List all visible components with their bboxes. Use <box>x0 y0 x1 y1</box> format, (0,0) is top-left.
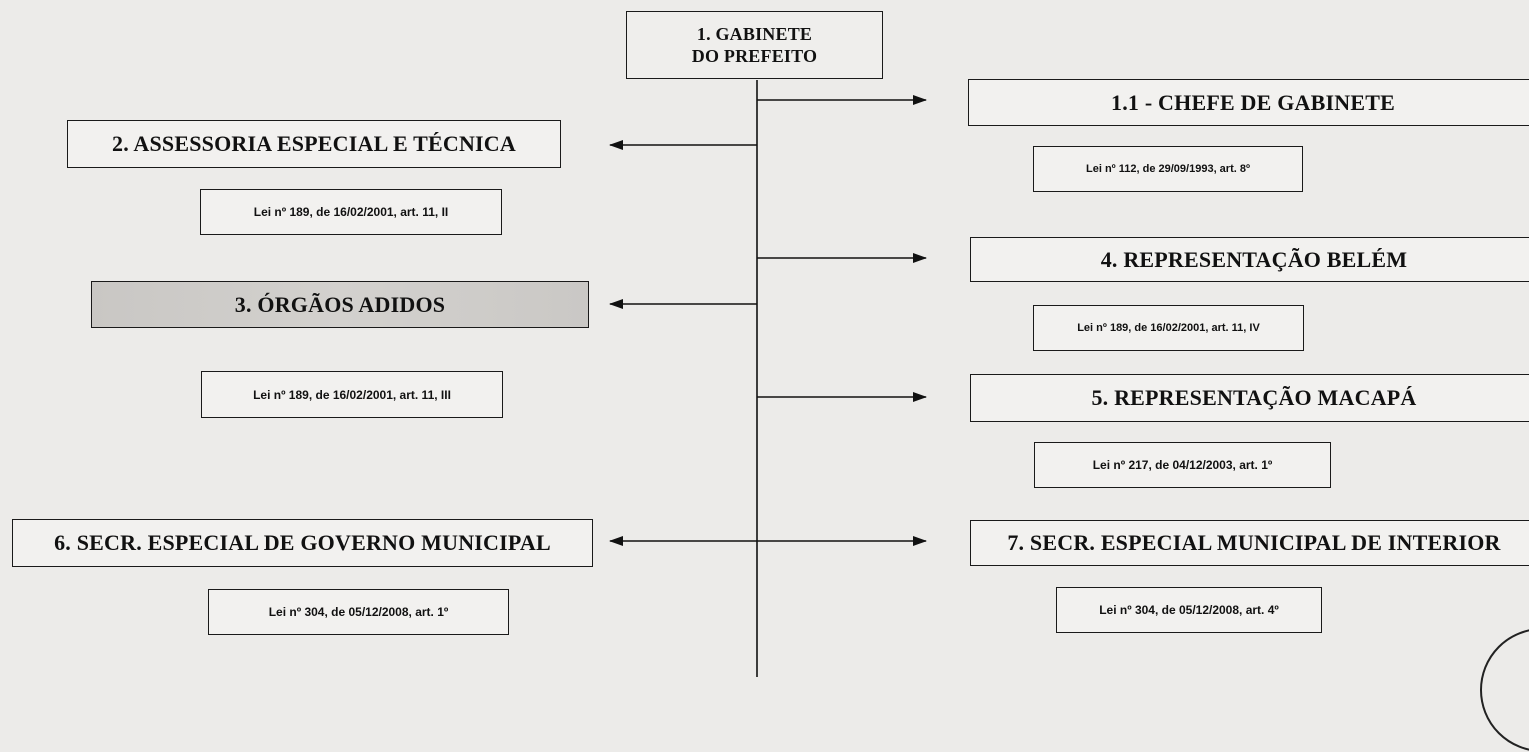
secr-especial-interior-law: Lei nº 304, de 05/12/2008, art. 4º <box>1099 603 1279 617</box>
assessoria-especial-tecnica-title: 2. ASSESSORIA ESPECIAL E TÉCNICA <box>112 131 516 156</box>
root-title-line2: DO PREFEITO <box>691 46 818 66</box>
representacao-belem-title: 4. REPRESENTAÇÃO BELÉM <box>1100 246 1408 272</box>
gabinete-do-prefeito-box: 1. GABINETE DO PREFEITO <box>626 11 883 79</box>
representacao-macapa-law: Lei nº 217, de 04/12/2003, art. 1º <box>1092 458 1273 472</box>
orgaos-adidos-law-box: Lei nº 189, de 16/02/2001, art. 11, III <box>201 371 503 418</box>
chefe-de-gabinete-box: 1.1 - CHEFE DE GABINETE <box>968 79 1529 126</box>
chefe-de-gabinete-title: 1.1 - CHEFE DE GABINETE <box>1111 89 1395 115</box>
representacao-macapa-title: 5. REPRESENTAÇÃO MACAPÁ <box>1091 385 1417 410</box>
secr-especial-interior-box: 7. SECR. ESPECIAL MUNICIPAL DE INTERIOR <box>970 520 1529 566</box>
assessoria-especial-tecnica-law-box: Lei nº 189, de 16/02/2001, art. 11, II <box>200 189 502 235</box>
secr-especial-interior-title: 7. SECR. ESPECIAL MUNICIPAL DE INTERIOR <box>1007 530 1501 555</box>
orgaos-adidos-box: 3. ÓRGÃOS ADIDOS <box>91 281 589 328</box>
orgaos-adidos-law: Lei nº 189, de 16/02/2001, art. 11, III <box>253 387 451 402</box>
representacao-macapa-law-box: Lei nº 217, de 04/12/2003, art. 1º <box>1034 442 1331 488</box>
representacao-belem-law: Lei nº 189, de 16/02/2001, art. 11, IV <box>1077 322 1260 334</box>
connector-lines <box>609 80 927 677</box>
secr-especial-governo-box: 6. SECR. ESPECIAL DE GOVERNO MUNICIPAL <box>12 519 593 567</box>
representacao-macapa-box: 5. REPRESENTAÇÃO MACAPÁ <box>970 374 1529 422</box>
representacao-belem-law-box: Lei nº 189, de 16/02/2001, art. 11, IV <box>1033 305 1304 351</box>
assessoria-especial-tecnica-law: Lei nº 189, de 16/02/2001, art. 11, II <box>253 205 449 219</box>
chefe-de-gabinete-law-box: Lei nº 112, de 29/09/1993, art. 8º <box>1033 146 1303 192</box>
secr-especial-governo-law-box: Lei nº 304, de 05/12/2008, art. 1º <box>208 589 509 635</box>
representacao-belem-box: 4. REPRESENTAÇÃO BELÉM <box>970 237 1529 282</box>
secr-especial-governo-title: 6. SECR. ESPECIAL DE GOVERNO MUNICIPAL <box>54 530 551 555</box>
chefe-de-gabinete-law: Lei nº 112, de 29/09/1993, art. 8º <box>1086 163 1250 175</box>
secr-especial-interior-law-box: Lei nº 304, de 05/12/2008, art. 4º <box>1056 587 1322 633</box>
orgaos-adidos-title: 3. ÓRGÃOS ADIDOS <box>234 291 446 317</box>
secr-especial-governo-law: Lei nº 304, de 05/12/2008, art. 1º <box>268 605 449 619</box>
assessoria-especial-tecnica-box: 2. ASSESSORIA ESPECIAL E TÉCNICA <box>67 120 561 168</box>
root-title-line1: 1. GABINETE <box>696 24 813 44</box>
